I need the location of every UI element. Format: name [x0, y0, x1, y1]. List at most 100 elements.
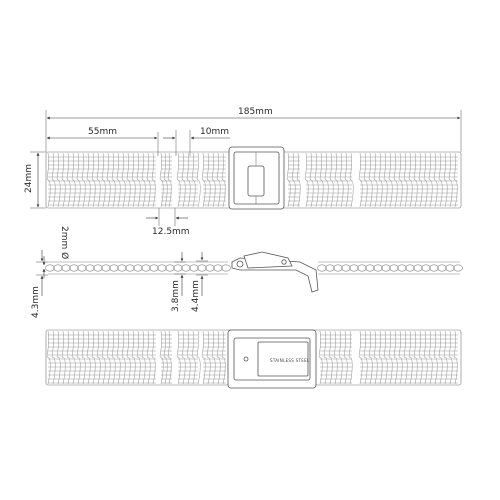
mesh-strand [136, 152, 141, 208]
chain-link [157, 264, 167, 272]
chain-link [421, 264, 431, 272]
mesh-strand [448, 152, 453, 208]
mesh-strand [61, 152, 66, 208]
dim-thickness-mid-a-label: 3.8mm [171, 280, 181, 312]
mesh-strand [433, 330, 438, 385]
mesh-strand [201, 152, 206, 208]
mesh-strand [116, 330, 121, 385]
dim-gap-label: 12.5mm [152, 227, 190, 237]
dim-thickness-mid-b: 4.4mm [191, 252, 208, 312]
side-clasp [231, 251, 319, 293]
mesh-strand [418, 152, 423, 208]
mesh-strand [221, 152, 226, 208]
mesh-strand [403, 152, 408, 208]
mesh-strand [328, 330, 333, 385]
clasp-engraving: STAINLESS STEEL [270, 358, 310, 363]
chain-link [445, 264, 455, 272]
mesh-strand [339, 152, 344, 208]
mesh-strand [373, 152, 378, 208]
mesh-strand [413, 330, 418, 385]
mesh-strand [101, 330, 106, 385]
mesh-strand [453, 330, 458, 385]
mesh-strand [131, 152, 136, 208]
dim-thickness-mid-a: 3.8mm [171, 252, 186, 312]
mesh-strand [51, 330, 56, 385]
mesh-strand [344, 152, 349, 208]
chain-link [61, 264, 71, 272]
mesh-strand [334, 152, 339, 208]
chain-link [437, 264, 447, 272]
mesh-strand [291, 152, 296, 208]
chain-link [45, 264, 55, 272]
mesh-strand [146, 152, 151, 208]
mesh-strand [176, 152, 181, 208]
mesh-strand [398, 330, 403, 385]
chain-link [413, 264, 423, 272]
mesh-strand [186, 330, 191, 385]
mesh-strand [358, 330, 363, 385]
mesh-strand [363, 152, 368, 208]
mesh-strand [378, 152, 383, 208]
mesh-strand [349, 152, 354, 208]
dim-link-width-label: 10mm [200, 127, 229, 137]
mesh-strand [393, 330, 398, 385]
mesh-strand [433, 152, 438, 208]
mesh-strand [141, 152, 146, 208]
mesh-strand [423, 330, 428, 385]
mesh-strand [196, 330, 201, 385]
chain-link [125, 264, 135, 272]
chain-link [381, 264, 391, 272]
chain-link [149, 264, 159, 272]
mesh-strand [191, 330, 196, 385]
mesh-strand [206, 152, 211, 208]
mesh-strand [159, 330, 164, 385]
mesh-strand [448, 330, 453, 385]
mesh-strand [318, 330, 323, 385]
chain-link [173, 264, 183, 272]
chain-link [189, 264, 199, 272]
mesh-strand [216, 152, 221, 208]
mesh-strand [314, 152, 319, 208]
chain-link [429, 264, 439, 272]
chain-link [133, 264, 143, 272]
mesh-strand [418, 330, 423, 385]
mesh-strand [106, 152, 111, 208]
mesh-strand [296, 152, 301, 208]
chain-link [357, 264, 367, 272]
mesh-strand [56, 330, 61, 385]
mesh-strand [176, 330, 181, 385]
mesh-strand [136, 330, 141, 385]
chain-link [109, 264, 119, 272]
mesh-strand [338, 330, 343, 385]
dim-wire-diameter-label: 2mm Ø [59, 226, 70, 259]
chain-link [181, 264, 191, 272]
mesh-strand [329, 152, 334, 208]
mesh-strand [66, 330, 71, 385]
mesh-strand [438, 152, 443, 208]
mesh-strand [131, 330, 136, 385]
chain-link [317, 264, 327, 272]
mesh-strand [286, 152, 291, 208]
mesh-strand [378, 330, 383, 385]
mesh-strand [438, 330, 443, 385]
mesh-strand [393, 152, 398, 208]
dim-strap-width-label: 24mm [24, 164, 34, 193]
mesh-strand [201, 330, 206, 385]
mesh-strand [167, 330, 172, 385]
chain-link [213, 264, 223, 272]
mesh-strand [186, 152, 191, 208]
chain-link [373, 264, 383, 272]
mesh-strand [413, 152, 418, 208]
mesh-strand [61, 330, 66, 385]
mesh-strand [81, 330, 86, 385]
chain-link [221, 264, 231, 272]
chain-link [69, 264, 79, 272]
mesh-strand [76, 330, 81, 385]
mesh-strand [428, 330, 433, 385]
mesh-strand [358, 152, 363, 208]
mesh-strand [319, 152, 324, 208]
chain-link [117, 264, 127, 272]
mesh-strand [163, 330, 168, 385]
mesh-strand [216, 330, 221, 385]
mesh-strand [383, 152, 388, 208]
